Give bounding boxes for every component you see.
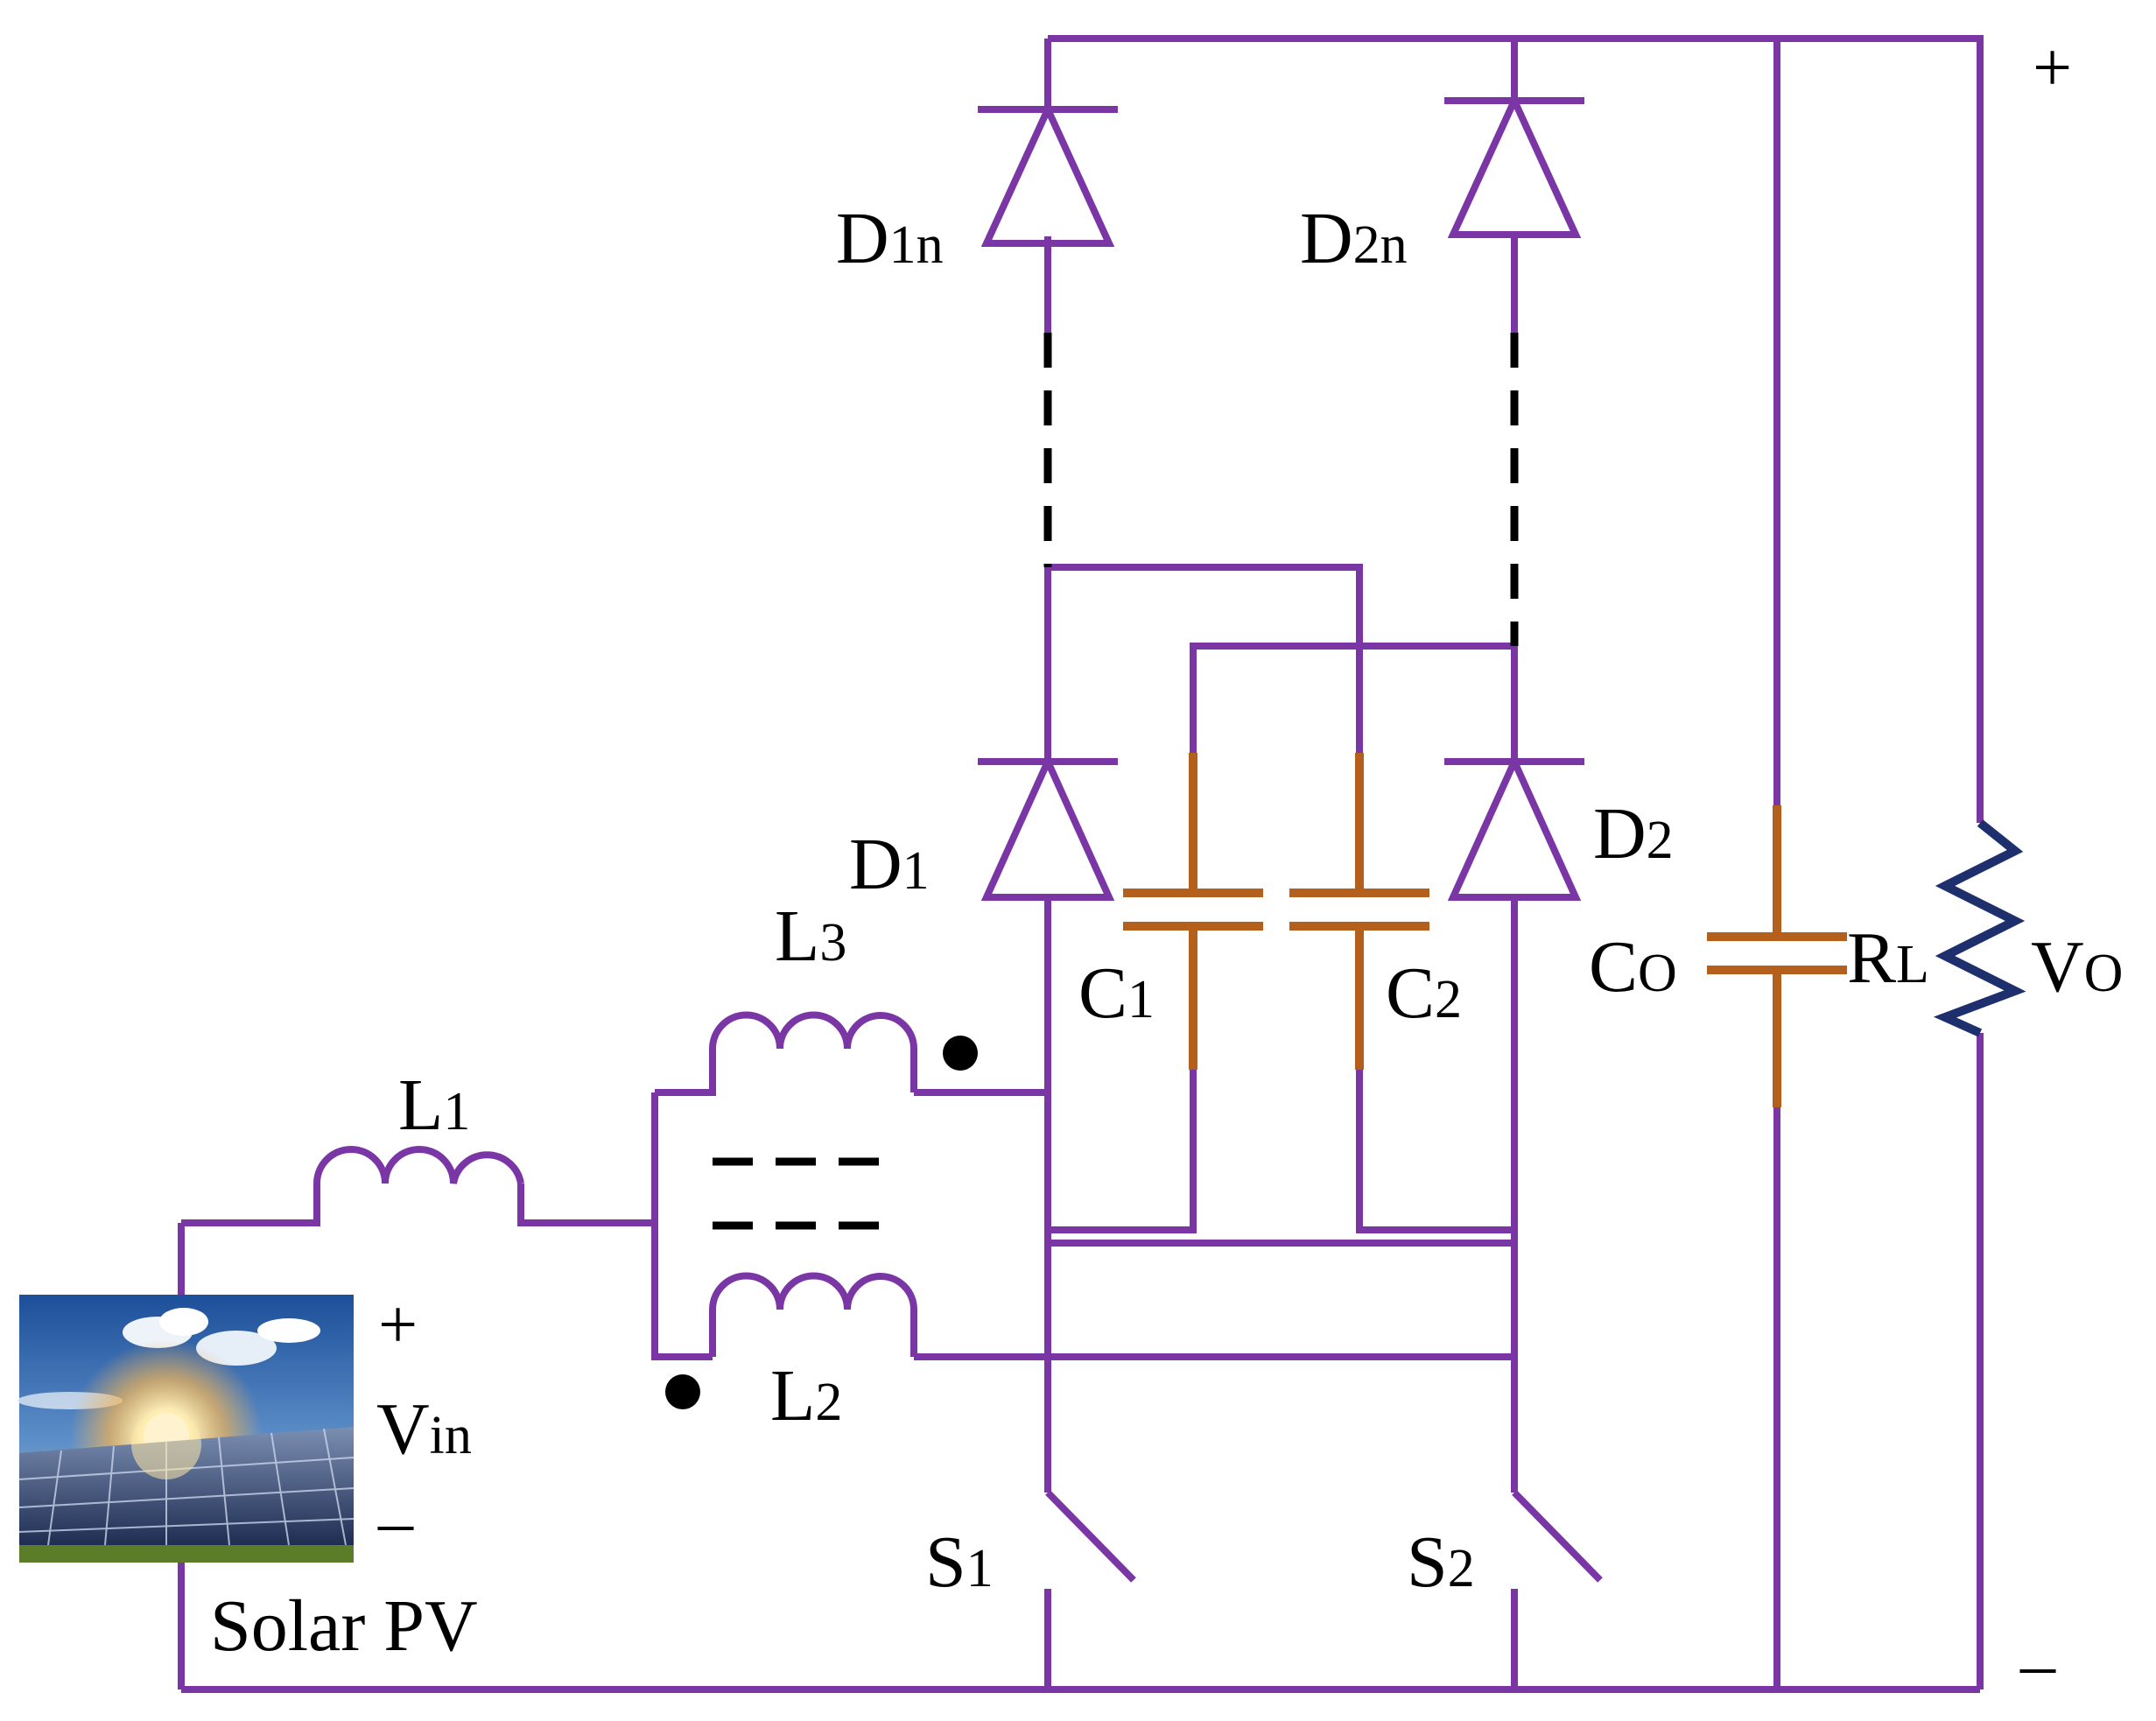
capacitors xyxy=(1123,753,1847,1107)
switch-s2 xyxy=(1512,1490,1603,1583)
label-d1: D1 xyxy=(849,824,930,905)
label-l2: L2 xyxy=(770,1355,842,1437)
label-l3: L3 xyxy=(775,896,846,977)
diode-d2 xyxy=(1444,753,1584,901)
wire-l1-in xyxy=(181,1184,320,1226)
label-vin: Vin xyxy=(376,1388,472,1470)
switch-s1 xyxy=(1045,1490,1136,1583)
dot-l2 xyxy=(665,1374,700,1409)
label-s1: S1 xyxy=(925,1521,994,1603)
inductor-l2 xyxy=(709,1272,917,1310)
label-co: CO xyxy=(1589,926,1677,1008)
resistor-rl xyxy=(1933,819,2026,1037)
wire-l1-out xyxy=(517,1184,655,1226)
diodes xyxy=(978,92,1584,901)
label-l1: L1 xyxy=(398,1064,470,1146)
wire-cross-a xyxy=(1048,564,1363,753)
label-d2: D2 xyxy=(1593,793,1674,875)
vin-plus-sign: + xyxy=(378,1287,418,1364)
wire-coupled-left xyxy=(651,1092,713,1360)
diode-d2n xyxy=(1444,92,1584,238)
output-minus-sign: – xyxy=(2019,1626,2056,1703)
label-c1: C1 xyxy=(1078,952,1155,1034)
wire-l3-in xyxy=(655,1049,716,1096)
inductor-l3 xyxy=(709,1011,917,1050)
capacitor-c2 xyxy=(1289,753,1429,1070)
label-s2: S2 xyxy=(1407,1521,1475,1603)
label-solar-pv: Solar PV xyxy=(210,1585,478,1667)
labels: + – D1n D2n D1 D2 L3 L1 L2 C1 C2 CO RL V… xyxy=(210,30,2123,1703)
inductors xyxy=(313,1011,917,1310)
label-d1n: D1n xyxy=(836,198,944,279)
label-c2: C2 xyxy=(1386,952,1462,1034)
dashed-links xyxy=(713,333,1519,1230)
wires xyxy=(178,35,1984,1693)
output-plus-sign: + xyxy=(2033,30,2072,107)
label-rl: RL xyxy=(1847,917,1929,999)
label-d2n: D2n xyxy=(1300,198,1408,279)
dot-l3 xyxy=(943,1036,978,1071)
diode-d1n xyxy=(978,101,1118,247)
wire-c2-bottom xyxy=(1356,1070,1514,1233)
wire-c1-bottom xyxy=(1048,1070,1197,1233)
capacitor-c1 xyxy=(1123,753,1263,1070)
inductor-l1 xyxy=(313,1146,524,1184)
wire-cross-b xyxy=(1190,643,1514,753)
vin-minus-sign: – xyxy=(377,1484,414,1561)
capacitor-co xyxy=(1707,805,1847,1107)
diode-d1 xyxy=(978,753,1118,901)
label-vo: VO xyxy=(2031,926,2123,1008)
solar-panel-photo-icon xyxy=(18,1295,355,1563)
wire-top-rail xyxy=(1048,35,1984,823)
